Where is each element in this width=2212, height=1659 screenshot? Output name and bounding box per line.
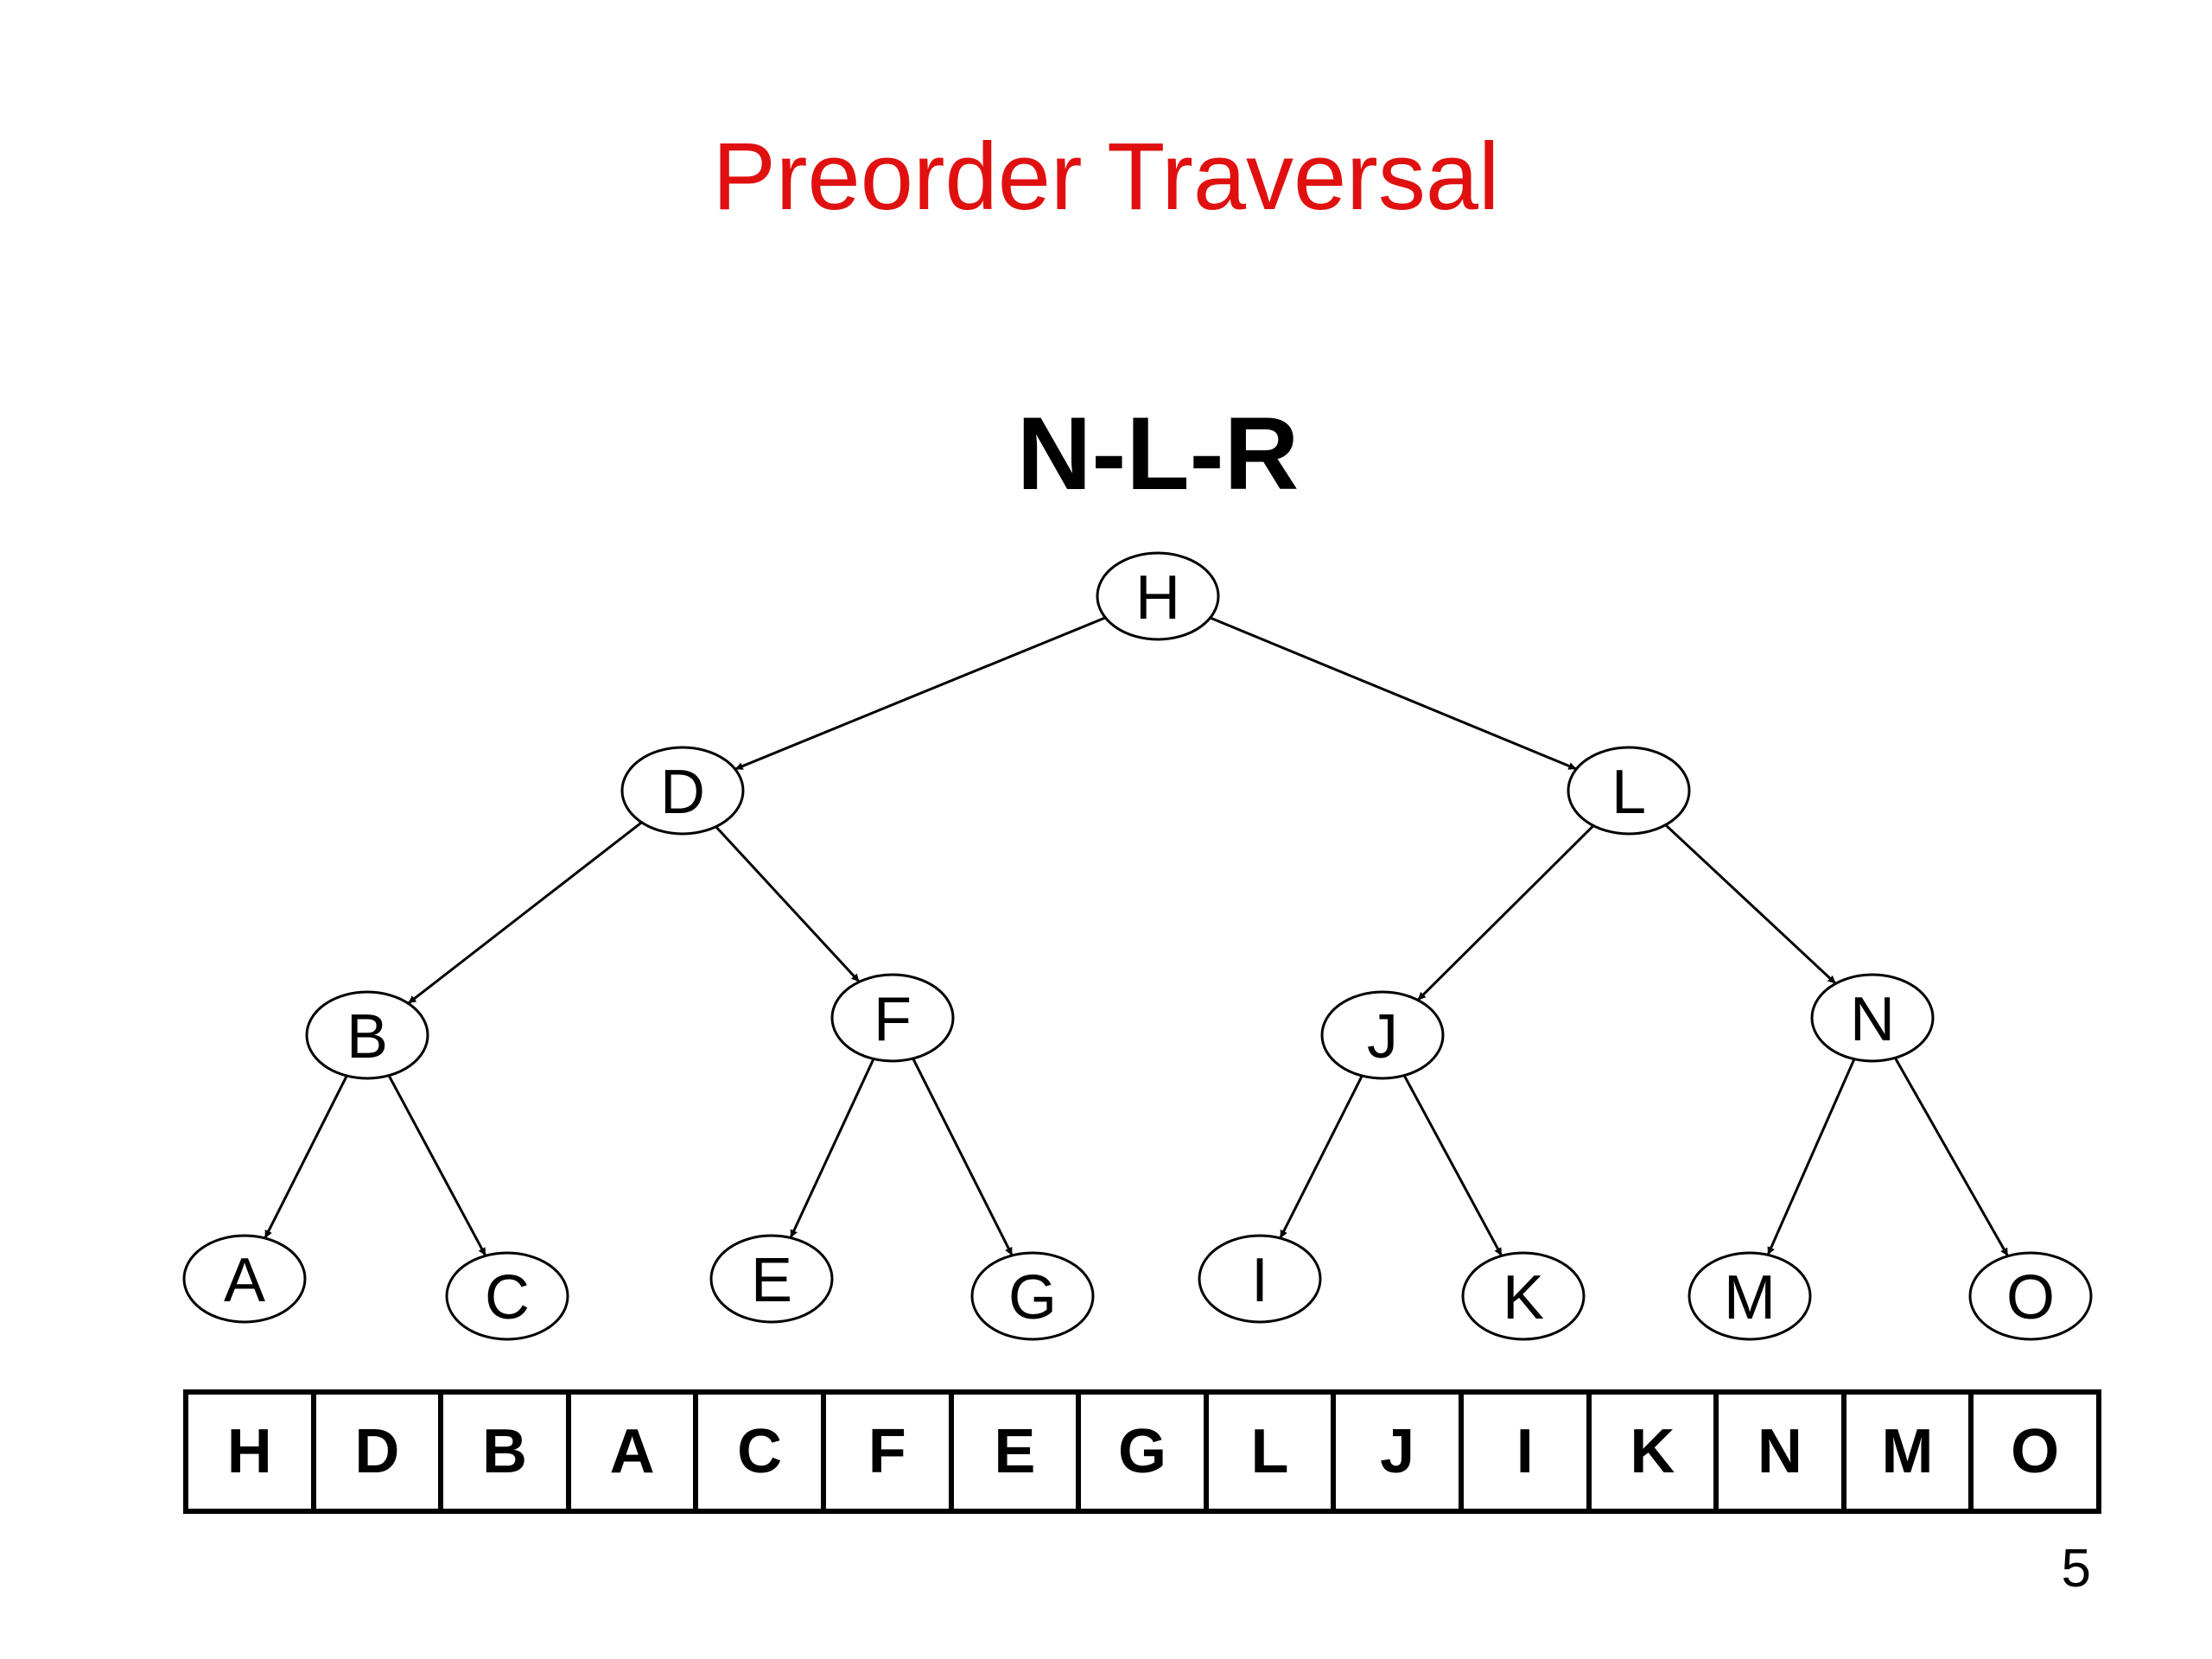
node-label-H: H bbox=[1135, 563, 1180, 632]
tree-node-N: N bbox=[1810, 973, 1935, 1063]
tree-edges bbox=[264, 616, 2009, 1257]
node-ellipse-O bbox=[1968, 1251, 2093, 1341]
tree-node-D: D bbox=[620, 746, 745, 836]
node-label-O: O bbox=[2006, 1263, 2055, 1332]
slide-title: Preorder Traversal bbox=[712, 124, 1500, 230]
node-label-J: J bbox=[1367, 1002, 1398, 1071]
sequence-cell: A bbox=[571, 1395, 699, 1509]
node-label-B: B bbox=[346, 1002, 388, 1071]
edge-J-K bbox=[1402, 1074, 1503, 1257]
tree-node-O: O bbox=[1968, 1251, 2093, 1341]
node-ellipse-F bbox=[830, 973, 955, 1063]
tree-nodes: H D L B F J N A C E G I K M O bbox=[182, 551, 2093, 1341]
sequence-cell: D bbox=[316, 1395, 444, 1509]
node-label-M: M bbox=[1724, 1263, 1776, 1332]
traversal-order-label: N-L-R bbox=[1016, 396, 1300, 512]
sequence-cell: B bbox=[443, 1395, 571, 1509]
node-ellipse-J bbox=[1320, 990, 1445, 1080]
node-ellipse-L bbox=[1567, 746, 1691, 836]
edge-D-F bbox=[715, 825, 861, 983]
edge-H-L bbox=[1210, 616, 1577, 771]
tree-node-E: E bbox=[709, 1234, 834, 1324]
node-label-N: N bbox=[1850, 985, 1895, 1054]
edge-B-A bbox=[264, 1075, 348, 1239]
edge-F-E bbox=[789, 1058, 875, 1239]
sequence-cell: E bbox=[954, 1395, 1082, 1509]
tree-node-L: L bbox=[1567, 746, 1691, 836]
node-label-F: F bbox=[874, 985, 912, 1054]
node-ellipse-C bbox=[445, 1251, 569, 1341]
node-label-C: C bbox=[485, 1263, 530, 1332]
page-number: 5 bbox=[2061, 1539, 2091, 1599]
node-label-I: I bbox=[1251, 1246, 1268, 1315]
node-ellipse-B bbox=[305, 990, 429, 1080]
node-label-A: A bbox=[224, 1246, 265, 1315]
node-ellipse-I bbox=[1198, 1234, 1322, 1324]
edge-B-C bbox=[387, 1074, 487, 1257]
node-ellipse-K bbox=[1461, 1251, 1586, 1341]
edge-D-B bbox=[407, 821, 643, 1005]
tree-node-G: G bbox=[970, 1251, 1095, 1341]
sequence-cell: F bbox=[826, 1395, 954, 1509]
node-ellipse-E bbox=[709, 1234, 834, 1324]
sequence-cell: G bbox=[1081, 1395, 1209, 1509]
node-ellipse-G bbox=[970, 1251, 1095, 1341]
node-ellipse-A bbox=[182, 1234, 307, 1324]
tree-node-I: I bbox=[1198, 1234, 1322, 1324]
tree-node-B: B bbox=[305, 990, 429, 1080]
tree-node-J: J bbox=[1320, 990, 1445, 1080]
tree-node-K: K bbox=[1461, 1251, 1586, 1341]
edge-L-N bbox=[1664, 823, 1837, 985]
edge-H-D bbox=[734, 616, 1106, 771]
node-ellipse-D bbox=[620, 746, 745, 836]
edge-L-J bbox=[1416, 824, 1595, 1001]
node-label-K: K bbox=[1503, 1263, 1544, 1332]
sequence-cell: L bbox=[1209, 1395, 1337, 1509]
tree-node-C: C bbox=[445, 1251, 569, 1341]
sequence-cell: J bbox=[1336, 1395, 1464, 1509]
sequence-cell: C bbox=[698, 1395, 826, 1509]
node-ellipse-H bbox=[1096, 551, 1220, 641]
edge-F-G bbox=[912, 1058, 1014, 1256]
tree-node-F: F bbox=[830, 973, 955, 1063]
sequence-cell: N bbox=[1719, 1395, 1847, 1509]
node-ellipse-N bbox=[1810, 973, 1935, 1063]
sequence-cell: K bbox=[1592, 1395, 1719, 1509]
sequence-cell: O bbox=[1974, 1395, 2101, 1509]
node-label-E: E bbox=[751, 1246, 792, 1315]
node-label-L: L bbox=[1611, 758, 1646, 827]
tree-node-H: H bbox=[1096, 551, 1220, 641]
sequence-cell: H bbox=[188, 1395, 316, 1509]
sequence-cell: M bbox=[1847, 1395, 1974, 1509]
edge-J-I bbox=[1279, 1075, 1363, 1239]
node-ellipse-M bbox=[1688, 1251, 1812, 1341]
sequence-cell: I bbox=[1464, 1395, 1592, 1509]
tree-node-A: A bbox=[182, 1234, 307, 1324]
node-label-D: D bbox=[660, 758, 705, 827]
edge-N-O bbox=[1894, 1057, 2009, 1257]
tree-node-M: M bbox=[1688, 1251, 1812, 1341]
node-label-G: G bbox=[1008, 1263, 1057, 1332]
edge-N-M bbox=[1766, 1058, 1856, 1255]
